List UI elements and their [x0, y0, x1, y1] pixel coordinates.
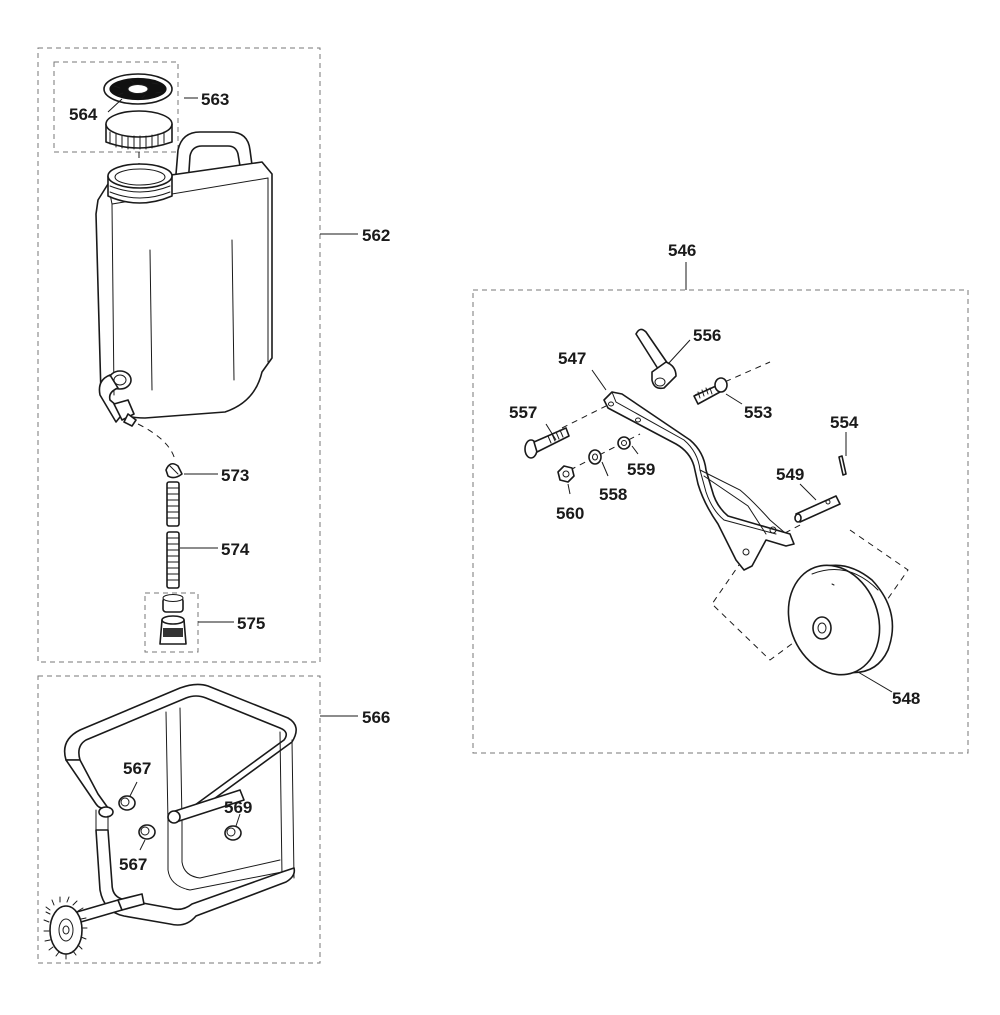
- part-label-569: 569: [224, 798, 252, 817]
- group-562-water-tank: 563 564 562 573 574 575: [37, 47, 390, 663]
- part-label-559: 559: [627, 460, 655, 479]
- part-label-562: 562: [362, 226, 390, 245]
- part-label-567-upper: 567: [123, 759, 151, 778]
- washer-part-559: [617, 436, 631, 450]
- plug-part-567-upper: [118, 795, 136, 811]
- screw-cap-part-563: [105, 110, 173, 150]
- part-label-554: 554: [830, 413, 859, 432]
- nozzle-part-575: [159, 594, 187, 645]
- washer-part-558: [588, 449, 602, 465]
- tank-frame: [43, 683, 297, 960]
- part-label-549: 549: [776, 465, 804, 484]
- group-box-562: [37, 47, 321, 663]
- part-label-564: 564: [69, 105, 98, 124]
- part-label-573: 573: [221, 466, 249, 485]
- part-label-575: 575: [237, 614, 265, 633]
- part-label-560: 560: [556, 504, 584, 523]
- nut-part-560: [557, 465, 575, 483]
- plug-part-569: [224, 825, 242, 841]
- part-label-553: 553: [744, 403, 772, 422]
- part-label-566: 566: [362, 708, 390, 727]
- group-box-563: [53, 61, 179, 153]
- part-label-547: 547: [558, 349, 586, 368]
- group-box-546: [472, 289, 969, 754]
- split-pin-part-554: [838, 455, 847, 476]
- group-546-wheel-assembly: 546 547 556 553 554 549 557 559 558 560 …: [472, 241, 969, 754]
- part-label-558: 558: [599, 485, 627, 504]
- part-label-557: 557: [509, 403, 537, 422]
- knob-lever-part-556: [635, 328, 677, 390]
- part-label-546: 546: [668, 241, 696, 260]
- water-tank-body: [95, 131, 273, 427]
- bolt-part-553: [693, 377, 728, 405]
- carriage-bolt-part-557: [524, 427, 570, 459]
- part-label-567-lower: 567: [119, 855, 147, 874]
- axle-pin-part-549: [794, 495, 841, 523]
- cap-disc-part-564: [103, 73, 173, 105]
- part-label-563: 563: [201, 90, 229, 109]
- part-label-574: 574: [221, 540, 250, 559]
- frame-bracket-part-547: [603, 391, 795, 571]
- hose-part-574: [166, 481, 180, 589]
- part-label-548: 548: [892, 689, 920, 708]
- group-566-tank-frame: 566 567 567 569: [37, 675, 390, 964]
- wheel-part-548: [787, 564, 894, 676]
- part-label-556: 556: [693, 326, 721, 345]
- plug-part-567-lower: [138, 824, 156, 840]
- hose-clamp-part-573: [165, 462, 183, 479]
- group-box-566: [37, 675, 321, 964]
